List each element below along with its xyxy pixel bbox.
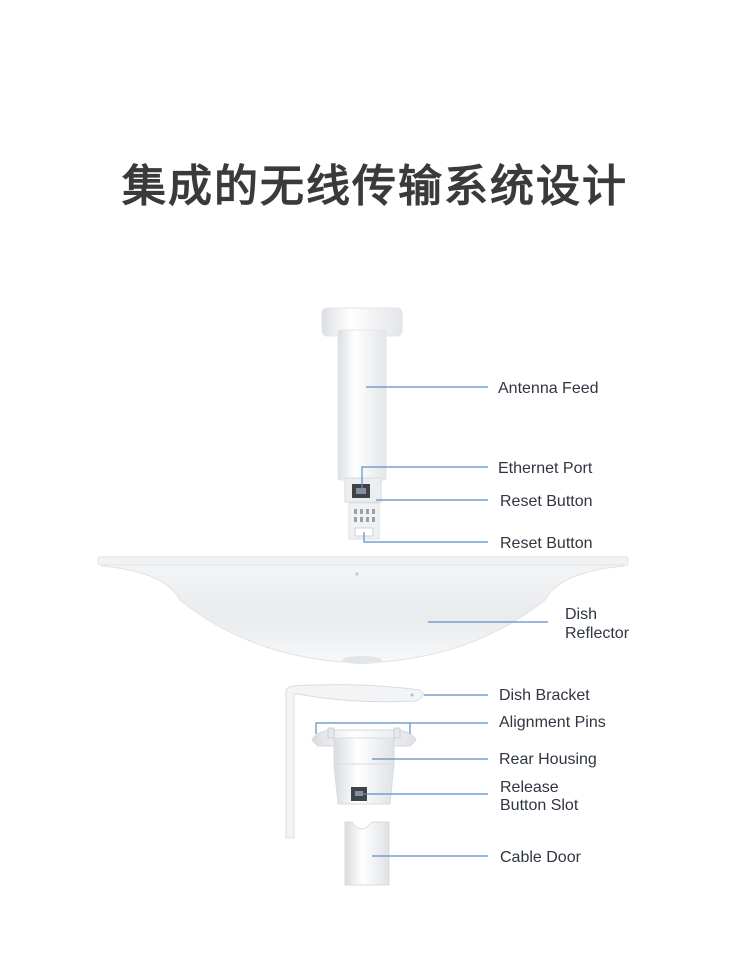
antenna-feed-part <box>321 307 403 540</box>
page-title: 集成的无线传输系统设计 <box>122 161 628 212</box>
rear-housing-part <box>311 727 417 805</box>
label-release-button-slot-line1: Release <box>500 779 559 796</box>
label-cable-door: Cable Door <box>500 849 581 866</box>
leader-alignment-pins <box>315 722 488 734</box>
label-alignment-pins: Alignment Pins <box>499 714 606 731</box>
label-ethernet-port: Ethernet Port <box>498 460 593 477</box>
leader-reset-button-2 <box>363 532 488 543</box>
label-reset-button-2: Reset Button <box>500 535 593 552</box>
label-dish-reflector-line2: Reflector <box>565 625 630 642</box>
label-release-button-slot-line2: Button Slot <box>500 797 579 814</box>
label-reset-button-1: Reset Button <box>500 493 593 510</box>
leader-ethernet-port <box>361 466 488 494</box>
label-antenna-feed: Antenna Feed <box>498 380 599 397</box>
label-dish-reflector-line1: Dish <box>565 606 598 623</box>
dish-reflector-part <box>97 556 629 664</box>
label-rear-housing: Rear Housing <box>499 751 597 768</box>
cable-door-part <box>344 821 390 886</box>
dish-bracket-part <box>285 684 424 839</box>
label-dish-bracket: Dish Bracket <box>499 687 590 704</box>
